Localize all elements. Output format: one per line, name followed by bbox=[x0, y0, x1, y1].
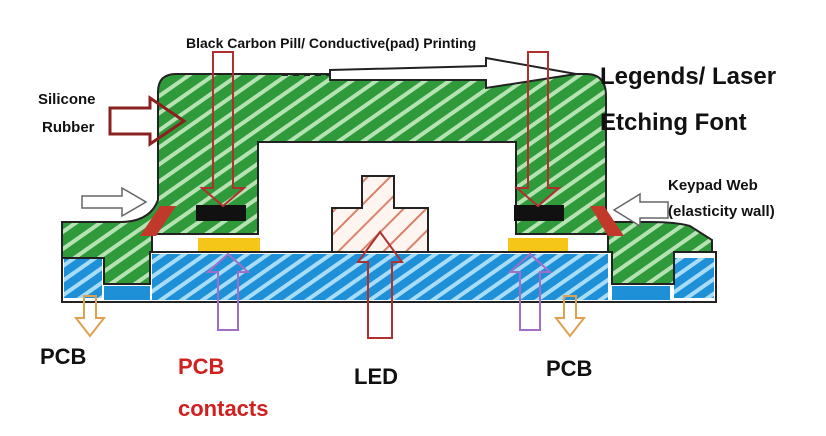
pcb-contacts-label-line2: contacts bbox=[178, 396, 268, 421]
carbon-pill-right bbox=[514, 205, 564, 221]
legends-label-line1: Legends/ Laser bbox=[600, 63, 776, 90]
carbon-pill-left bbox=[196, 205, 246, 221]
led-arrow bbox=[356, 230, 404, 339]
legends-label-line2: Etching Font bbox=[600, 109, 747, 136]
carbon-pill-arrow-right bbox=[514, 51, 562, 208]
pcb-contact-right bbox=[508, 238, 568, 251]
web-arrow-right bbox=[612, 192, 669, 228]
legends-arrow bbox=[282, 56, 577, 90]
silicone-label-line2: Rubber bbox=[42, 119, 95, 136]
keypad-web-walls bbox=[140, 206, 624, 236]
led-label: LED bbox=[354, 364, 398, 389]
silicone-rubber-arrow bbox=[108, 95, 187, 147]
pcb-contacts-label-line1: PCB bbox=[178, 354, 224, 379]
silicone-label-line1: Silicone bbox=[38, 91, 96, 108]
web-arrow-left bbox=[81, 186, 148, 218]
keypad-web-label-line2: (elasticity wall) bbox=[668, 203, 775, 220]
pcb-arrow-left bbox=[73, 295, 107, 338]
pcb-substrate bbox=[61, 251, 717, 303]
contact-arrow-right bbox=[507, 252, 553, 331]
pcb-arrow-right bbox=[553, 295, 587, 338]
keypad-web-label-line1: Keypad Web bbox=[668, 177, 758, 194]
pcb-contact-left bbox=[198, 238, 260, 251]
pcb-label-left: PCB bbox=[40, 344, 86, 369]
contact-arrow-left bbox=[205, 252, 251, 331]
silicone-rubber-keypad bbox=[61, 73, 713, 285]
carbon-pill-arrow-left bbox=[199, 51, 247, 208]
pcb-label-right: PCB bbox=[546, 356, 592, 381]
top-callout-label: Black Carbon Pill/ Conductive(pad) Print… bbox=[186, 35, 476, 51]
led-component bbox=[331, 175, 429, 253]
